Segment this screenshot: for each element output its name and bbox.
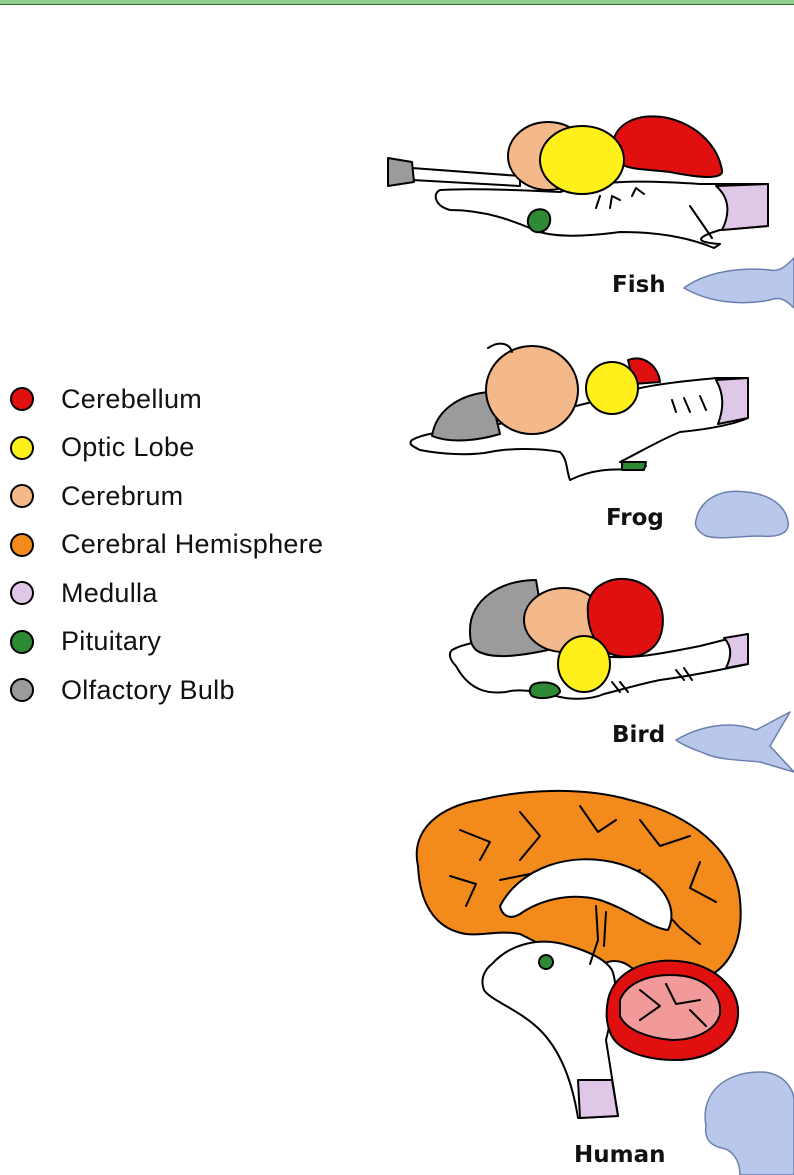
human-head-silhouette-icon	[705, 1072, 794, 1175]
frog-cerebrum	[486, 346, 578, 434]
human-label: Human	[574, 1142, 665, 1168]
fish-olfactory-tract	[412, 168, 520, 186]
bird-label: Bird	[612, 722, 665, 748]
fish-olfactory-bulb	[388, 158, 414, 186]
human-medulla	[578, 1080, 618, 1118]
bird-optic-lobe	[558, 636, 610, 692]
frog-optic-lobe	[586, 362, 638, 414]
frog-brain	[410, 344, 748, 480]
bird-pituitary	[530, 682, 560, 698]
frog-label: Frog	[606, 505, 664, 531]
fish-cerebellum	[612, 116, 722, 177]
fish-silhouette-icon	[684, 258, 794, 308]
human-cerebellum-inner	[620, 975, 720, 1040]
human-brain	[417, 791, 741, 1118]
bird-brain	[450, 579, 748, 699]
fish-label: Fish	[612, 272, 666, 298]
human-pituitary	[539, 955, 553, 969]
frog-silhouette-icon	[695, 491, 788, 538]
bird-silhouette-icon	[676, 712, 794, 772]
fish-pituitary	[528, 209, 550, 232]
frog-pituitary	[622, 462, 646, 470]
fish-brain	[388, 116, 768, 248]
fish-brainstem	[436, 182, 768, 248]
fish-optic-lobe	[540, 126, 624, 194]
